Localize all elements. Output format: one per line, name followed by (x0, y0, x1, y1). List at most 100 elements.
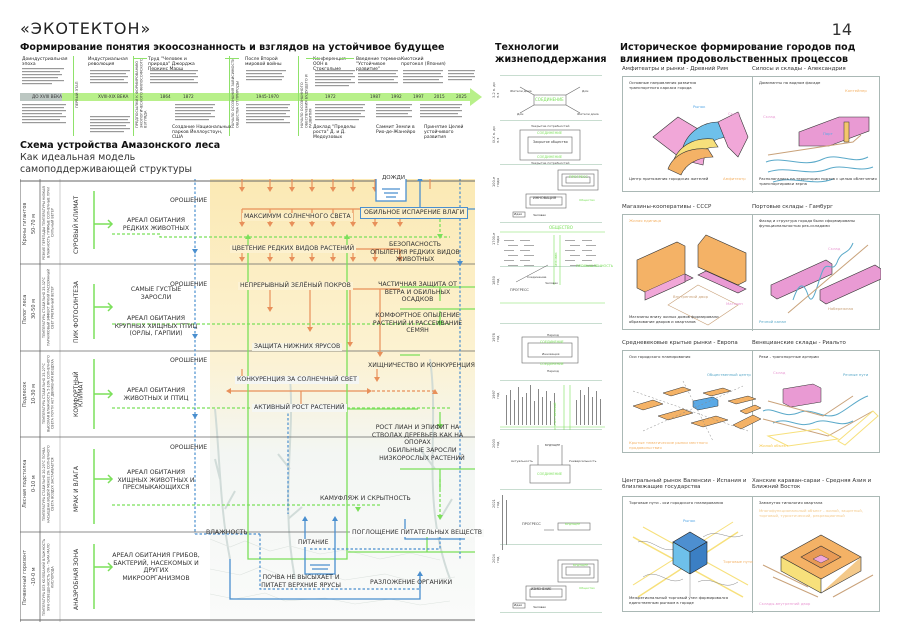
timeline-heading: Формирование понятия экоосознанность и в… (20, 42, 445, 53)
tech-note: ЧЕЛОВЕК (554, 252, 558, 267)
panel-caption: Магазины-кооперативы - СССР (622, 204, 712, 210)
tech-note: БУДУЩЕЕ (545, 443, 561, 447)
tech-note: Общество (579, 198, 595, 202)
panel-note: Магазины внизу жилых домов формировали о… (629, 314, 719, 324)
layer-conditions: ТЕМПЕРАТУРА СТАБИЛЬНО 25-32°С ПАРНИКОВЫЙ… (42, 269, 55, 347)
lianas-label: РОСТ ЛИАН И ЭПИФИТ НА СТВОЛАХ ДЕРЕВЬЕВ К… (371, 424, 464, 447)
page-number: 14 (831, 20, 852, 39)
era-title: Киотский протокол (Япония) (401, 57, 446, 68)
era-title: Конференция ООН в Стокгольме (313, 57, 346, 73)
tech-center-text: БУДУЩЕЕ (565, 522, 581, 526)
predation-label: ХИЩНИЧЕСТВО И КОНКУРЕНЦИЯ (368, 362, 475, 369)
timeline-date: 1864 (160, 94, 171, 99)
layer-conditions: ТЕМПЕРАТУРА СТАБИЛЬНО 25-27°С ВЫСОКАЯ ВЛ… (42, 355, 55, 433)
layer-conditions: ТЕМПЕРАТУРА БЕЗ КОЛЕБАНИЙ ВЛАЖНОСТЬ 99% … (42, 538, 55, 616)
tech-note: Период (547, 333, 559, 337)
tech-center-text: СОЕДИНЕНИЕ (537, 472, 563, 476)
tech-note: Закрытие потребностей (531, 124, 570, 128)
era-title: Введение термина "Устойчивое развитие" (356, 57, 401, 73)
panel-note: Доминанты на водном фасаде (759, 80, 821, 85)
panel-label: Склад (763, 114, 776, 119)
panel-note: Замкнутая типология квартала (759, 500, 823, 505)
panel-label: Внутренний двор (673, 294, 708, 299)
active-growth-label: АКТИВНЫЙ РОСТ РАСТЕНИЙ (252, 404, 347, 412)
forest-subheading-2: самоподдерживающей структуры (20, 164, 193, 175)
forest-diagram: Кроны гигантов 50-70 м РЕЗКИЕ ПЕРЕПАДЫ Т… (20, 175, 485, 622)
tech-period: 3-2 в. до н.э (492, 82, 500, 98)
tech-note: ПРОГРЕСС (522, 522, 541, 526)
forest-flow-arrows (112, 179, 475, 600)
tech-heading-1: Технологии (495, 42, 559, 53)
layer-conditions: РЕЗКИЕ ПЕРЕПАДЫ ТЕМПЕРАТУРЫ НИЗКАЯ ВЛАЖН… (42, 186, 55, 260)
timeline-date: 1987 (370, 94, 381, 99)
tech-note: Человек (533, 213, 547, 217)
tech-center-text: ОБЩЕСТВО (549, 225, 573, 230)
decomposition-label: РАЗЛОЖЕНИЕ ОРГАНИКИ (370, 579, 453, 586)
layer-height: 50-70 м (31, 214, 37, 234)
panel-label: Торговые пути (723, 559, 753, 564)
panel-note: Крытые тематические рынки местного продо… (629, 440, 708, 450)
panel-note: Центр притяжения городских жителей (629, 176, 709, 181)
tech-center-text: ОТЕЧЕСТВЕННЫЙ (553, 402, 557, 430)
panel-label: Склад (773, 370, 786, 375)
tech-center-text: Инновация (542, 352, 560, 356)
valencia-caravanserai-illustration (632, 521, 874, 598)
timeline-bar (20, 93, 475, 101)
era-title: Индустриальная революция (88, 57, 128, 68)
panel-label: Рынок (693, 104, 706, 109)
timeline-separator (229, 56, 230, 136)
timeline-separator (133, 56, 134, 136)
history-panel-row: Основные направления развития транспортн… (622, 76, 880, 193)
timeline-date: 1992 (391, 94, 402, 99)
tech-heading-2: жизнеподдержания (495, 54, 607, 65)
tech-period: 1700-е годы (492, 232, 500, 245)
panel-caption: Ханские караван-сараи - Средняя Азия и Б… (752, 478, 872, 490)
era-title: Труд "Человек и природа" Джорджа Перкинс… (148, 57, 195, 73)
layer-climate: МРАК И ВЛАГА (73, 466, 80, 512)
timeline-date: ДО XVIII ВЕКА (32, 94, 63, 99)
forest-heading: Схема устройства Амазонского леса (20, 140, 221, 151)
panel-caption: Центральный рынок Валенсии - Испания и б… (622, 478, 747, 490)
soil-moist-label: ПОЧВА НЕ ВЫСЫХАЕТ И ПИТАЕТ ВЕРХНИЕ ЯРУСЫ (261, 574, 341, 589)
sun-competition-label: КОНКУРЕНЦИЯ ЗА СОЛНЕЧНЫЙ СВЕТ (235, 376, 359, 384)
tech-note: Соединение (527, 275, 547, 279)
tech-note: Идея (514, 603, 522, 607)
panel-label: Общественный центр (707, 372, 751, 377)
rain-label: ДОЖДИ (382, 175, 405, 181)
rome-alexandria-illustration (652, 111, 874, 183)
safe-pollination-label: БЕЗОПАСНОСТЬ ОПЫЛЕНИЯ РЕДКИХ ВИДОВ ЖИВОТ… (370, 241, 460, 264)
tech-note: Актуальность (511, 459, 533, 463)
panel-label: Склад (828, 246, 841, 251)
layer-name: Подлесок (22, 381, 28, 407)
history-heading-2: влиянием продовольственных процессов (620, 54, 848, 65)
tech-note: Дом (582, 89, 589, 93)
tech-center-text: СОЕДИНЕНИЕ (535, 97, 564, 102)
timeline-date: 1945-1970 (256, 94, 279, 99)
panel-note: Располагались на территории портов с цел… (759, 176, 877, 186)
tech-period: 1997 год (492, 390, 500, 399)
panel-label: Контейнер (845, 88, 867, 93)
absorption-label: ПОГЛОЩЕНИЕ ПИТАТЕЛЬНЫХ ВЕЩЕСТВ (350, 529, 485, 537)
tech-center-text: ПРОМЫШЛЕННОСТЬ (576, 264, 614, 268)
ussr-hamburg-illustration (636, 234, 881, 326)
era-title: Доиндустриальная эпоха (22, 57, 68, 68)
habitat-label: АРЕАЛ ОБИТАНИЯ ХИЩНЫХ ЖИВОТНЫХ И ПРЕСМЫК… (117, 469, 195, 491)
irrigation-label: ОРОШЕНИЕ (170, 357, 208, 364)
history-panel-row: Оси городского планирования Крытые темат… (622, 350, 880, 454)
layer-name: Почвенный горизонт (22, 549, 28, 605)
era-title: Доклад "Пределы роста" Д. и Д. Медоузовы… (313, 125, 356, 141)
partial-protection-label: ЧАСТИЧНАЯ ЗАЩИТА ОТ ВЕТРА И ОБИЛЬНЫХ ОСА… (378, 281, 457, 304)
timeline-prehistory-segment (20, 93, 62, 101)
panel-note: Фасад и структура города были сформирова… (759, 218, 855, 228)
timeline-date: 2015 (434, 94, 445, 99)
layer-name: Полог леса (22, 294, 28, 324)
timeline-separator (73, 56, 74, 136)
evaporation-label: ОБИЛЬНОЕ ИСПАРЕНИЕ ВЛАГИ (360, 207, 469, 219)
dense-thickets-label: САМЫЕ ГУСТЫЕ ЗАРОСЛИ (130, 286, 182, 301)
tech-note: СОЕДИНЕНИЕ (540, 340, 564, 344)
panel-label: Порт (823, 131, 833, 136)
habitat-label: АРЕАЛ ОБИТАНИЯ ЖИВОТНЫХ И ПТИЦ (123, 387, 189, 402)
layer-conditions: ТЕМПЕРАТУРА СТАБИЛЬНО 20-25°С ПОЧВА НАСЫ… (42, 445, 55, 523)
tech-center-text: ИННОВАЦИЯ (533, 196, 557, 200)
tech-period: 2021 год (492, 499, 500, 508)
